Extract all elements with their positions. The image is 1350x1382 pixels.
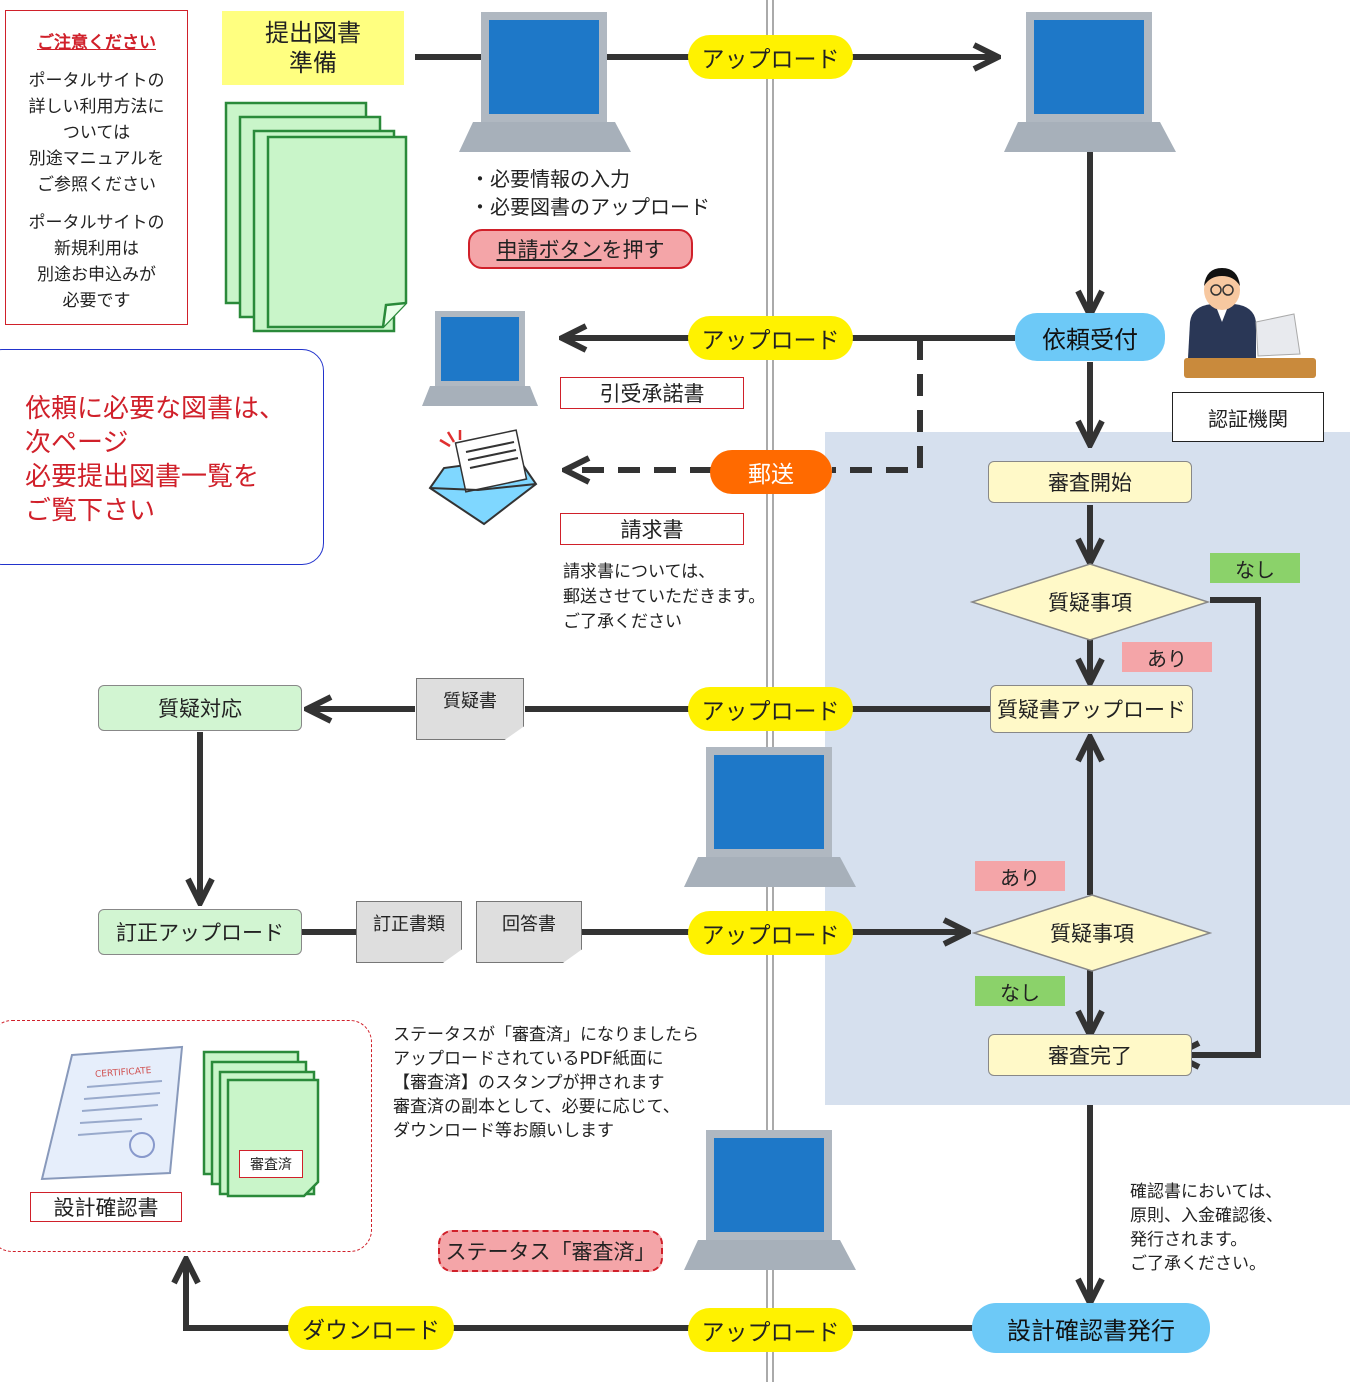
stamp-label: 審査済 — [239, 1150, 303, 1178]
apply-button-badge: 申請ボタンを押す — [468, 229, 693, 269]
exists-tag-1: あり — [1122, 642, 1212, 672]
question-response-box: 質疑対応 — [98, 685, 302, 731]
arrow-download-to-certificate — [186, 1262, 290, 1331]
upload-pill-3: アップロード — [688, 687, 853, 731]
caution-text-1: ポータルサイトの 詳しい利用方法に ついては 別途マニュアルを ご参照ください — [28, 71, 165, 195]
arrow-none-to-complete — [1178, 597, 1261, 1055]
certificate-area — [0, 1020, 372, 1252]
status-note: ステータスが「審査済」になりましたら アップロードされているPDF紙面に 【審査… — [393, 1025, 699, 1141]
none-tag-1: なし — [1210, 553, 1300, 583]
question-doc-icon: 質疑書 — [416, 678, 524, 740]
status-badge: ステータス「審査済」 — [438, 1230, 663, 1272]
question-diamond-1 — [970, 563, 1210, 641]
notice-text: 依頼に必要な図書は、 次ページ 必要提出図書一覧を ご覧下さい — [25, 394, 286, 526]
upload-pill-2: アップロード — [688, 316, 853, 360]
caution-box — [5, 10, 188, 325]
prepare-docs-label: 提出図書 準備 — [222, 11, 404, 85]
certificate-label: 設計確認書 — [30, 1192, 182, 1222]
upload-pill-5: アップロード — [688, 1308, 853, 1352]
apply-button-text: 申請ボタン — [496, 238, 602, 262]
acceptance-doc-label: 引受承諾書 — [560, 377, 744, 409]
dashed-mail-path — [832, 338, 923, 473]
document-stack-icon — [224, 101, 408, 333]
bottom-laptop-icon — [684, 1130, 856, 1270]
middle-laptop-icon — [684, 747, 856, 887]
correction-docs-icon: 訂正書類 — [356, 901, 462, 963]
upload-pill-4: アップロード — [688, 911, 853, 955]
request-received-pill: 依頼受付 — [1015, 313, 1165, 361]
certificate-issue-pill: 設計確認書発行 — [972, 1303, 1210, 1353]
server-laptop-icon — [1004, 12, 1176, 152]
caution-text-2: ポータルサイトの 新規利用は 別途お申込みが 必要です — [28, 213, 165, 311]
stamped-docs-icon — [202, 1050, 320, 1198]
answer-doc-icon: 回答書 — [476, 901, 582, 963]
agency-label: 認証機関 — [1172, 392, 1324, 442]
certificate-icon — [40, 1045, 184, 1181]
question-items-label-2: 質疑事項 — [1050, 922, 1134, 946]
upload-pill-1: アップロード — [688, 35, 853, 79]
certificate-note: 確認書においては、 原則、入金確認後、 発行されます。 ご了承ください。 — [1130, 1182, 1283, 1274]
mail-envelope-icon — [428, 429, 538, 526]
agency-person-icon — [1184, 268, 1316, 378]
apply-button-text-2: を押す — [601, 238, 665, 262]
question-upload-box: 質疑書アップロード — [990, 685, 1193, 733]
mail-pill: 郵送 — [710, 450, 832, 494]
receive-laptop-icon — [422, 311, 538, 406]
input-notes: ・必要情報の入力 ・必要図書のアップロード — [470, 167, 710, 219]
applicant-laptop-icon — [459, 12, 631, 152]
review-complete-box: 審査完了 — [988, 1034, 1192, 1076]
review-start-box: 審査開始 — [988, 461, 1192, 503]
caution-title: ご注意ください — [37, 33, 156, 53]
download-pill: ダウンロード — [288, 1306, 454, 1350]
correction-upload-box: 訂正アップロード — [98, 909, 302, 955]
exists-tag-2: あり — [975, 861, 1065, 891]
invoice-label: 請求書 — [560, 513, 744, 545]
notice-box — [0, 349, 324, 565]
question-items-label-1: 質疑事項 — [1048, 591, 1132, 615]
question-diamond-2 — [972, 894, 1212, 972]
invoice-note: 請求書については、 郵送させていただきます。 ご了承ください — [563, 562, 766, 632]
none-tag-2: なし — [975, 976, 1065, 1006]
